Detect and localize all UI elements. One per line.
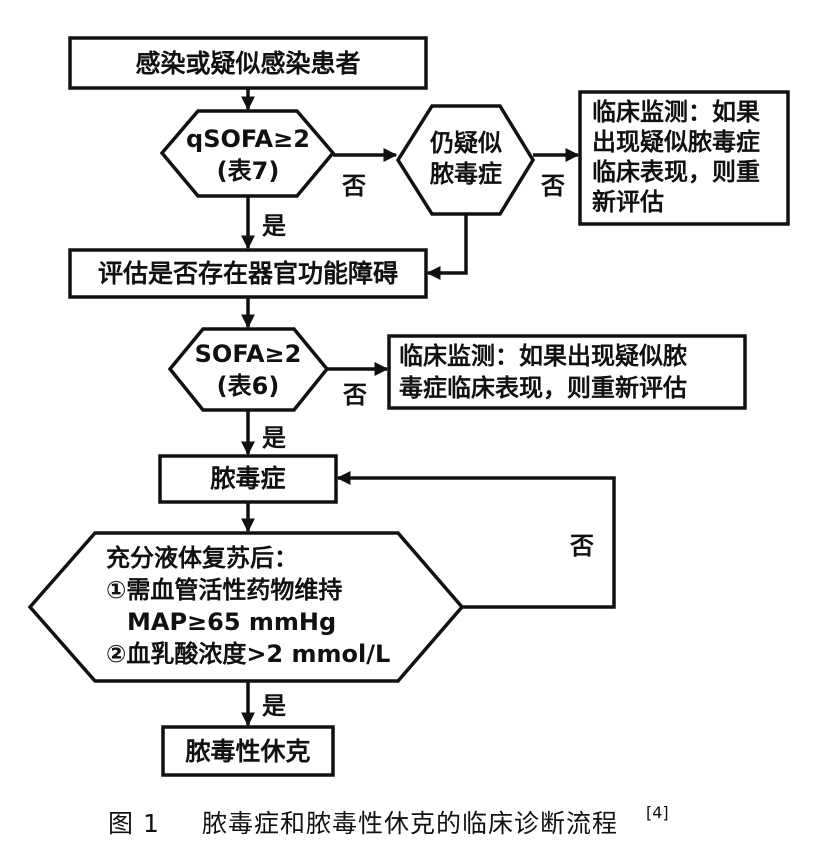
sepsis-node: 脓毒症 [158, 454, 338, 504]
svg-text:(表6): (表6) [217, 372, 280, 400]
svg-text:脓毒症: 脓毒症 [209, 464, 285, 493]
caption-figure-number: 图 1 [108, 809, 160, 838]
monitor-box-1: 临床监测：如果 出现疑似脓毒症 临床表现，则重 新评估 [578, 90, 790, 226]
criteria-line: ①需血管活性药物维持 [106, 576, 342, 604]
edge-suspect-yes-to-assess [426, 214, 468, 280]
edge-label-yes: 是 [262, 424, 286, 452]
figure-caption: 图 1 脓毒症和脓毒性休克的临床诊断流程 [4] [108, 803, 669, 838]
caption-reference: [4] [646, 803, 669, 822]
edge-label-no: 否 [540, 172, 565, 200]
assess-organ-node: 评估是否存在器官功能障碍 [68, 248, 428, 299]
edge-label-yes: 是 [262, 212, 286, 240]
monitor2-line: 临床监测：如果出现疑似脓 [399, 342, 688, 370]
qsofa-decision: qSOFA≥2 (表7) [159, 109, 336, 198]
svg-text:脓毒性休克: 脓毒性休克 [184, 737, 310, 766]
criteria-line: 充分液体复苏后： [106, 544, 298, 572]
monitor1-line: 新评估 [592, 188, 664, 216]
svg-text:SOFA≥2: SOFA≥2 [195, 340, 302, 368]
edge-label-no: 否 [569, 532, 594, 560]
edge-label-no: 否 [342, 381, 367, 409]
monitor2-line: 毒症临床表现，则重新评估 [399, 374, 687, 402]
monitor1-line: 出现疑似脓毒症 [592, 128, 760, 156]
start-node: 感染或疑似感染患者 [68, 36, 428, 90]
monitor-box-2: 临床监测：如果出现疑似脓 毒症临床表现，则重新评估 [387, 334, 747, 410]
edge-label-yes: 是 [262, 692, 286, 720]
svg-text:评估是否存在器官功能障碍: 评估是否存在器官功能障碍 [98, 259, 398, 288]
edge-criteria-no-to-sepsis [336, 471, 616, 609]
criteria-line: MAP≥65 mmHg [127, 608, 336, 636]
septic-shock-criteria-decision: 充分液体复苏后： ①需血管活性药物维持 MAP≥65 mmHg ②血乳酸浓度>2… [27, 531, 465, 683]
svg-text:脓毒症: 脓毒症 [429, 160, 502, 188]
still-suspect-sepsis-decision: 仍疑似 脓毒症 [395, 104, 536, 216]
svg-text:仍疑似: 仍疑似 [430, 129, 502, 157]
svg-text:(表7): (表7) [217, 157, 280, 185]
monitor1-line: 临床表现，则重 [592, 158, 760, 186]
septic-shock-node: 脓毒性休克 [161, 725, 335, 777]
caption-text: 脓毒症和脓毒性休克的临床诊断流程 [202, 809, 618, 838]
svg-text:感染或疑似感染患者: 感染或疑似感染患者 [135, 49, 360, 78]
sofa-decision: SOFA≥2 (表6) [167, 327, 330, 412]
edge-label-no: 否 [341, 172, 366, 200]
criteria-line: ②血乳酸浓度>2 mmol/L [106, 640, 390, 668]
svg-text:qSOFA≥2: qSOFA≥2 [186, 125, 310, 153]
monitor1-line: 临床监测：如果 [592, 98, 760, 126]
